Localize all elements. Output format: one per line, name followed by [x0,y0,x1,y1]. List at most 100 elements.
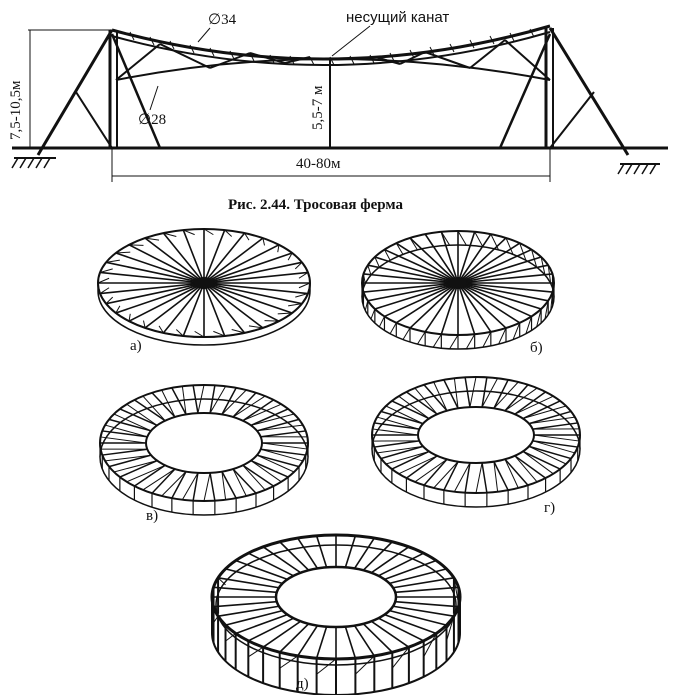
diagonal-member [142,395,166,422]
spoke [384,248,459,284]
sag-height-label: 5,5-7 м [310,85,326,130]
rim-brace [498,327,507,345]
diagonal-member [105,454,152,462]
spoke-brace [115,251,131,254]
roof-rib [315,626,328,659]
facade-brace [217,577,226,586]
radial-member [374,422,420,430]
radial-member [374,440,420,448]
diagonal-member [232,395,266,418]
radial-member [493,461,509,491]
spoke-brace [194,330,205,338]
radial-member [391,400,430,420]
facade-brace [457,596,461,623]
diagonal-member [532,440,576,454]
roof-rib [297,625,319,657]
diagonal-member [209,386,227,414]
spoke [363,273,459,284]
diagonal-member [514,455,538,483]
rim-brace [432,333,442,348]
spoke-brace [287,252,293,261]
diagonal-member [221,389,247,415]
radial-member [504,458,529,486]
radial-member [250,459,289,478]
radial-member [493,379,509,409]
radial-member [133,399,166,422]
spoke [395,282,459,324]
variant-a-label: а) [130,338,142,354]
diagonal-member [261,442,308,450]
spoke [409,237,459,284]
facade-brace [213,615,219,623]
spoke-brace [145,237,160,241]
diagonal-member [113,413,152,432]
radial-member [423,384,448,412]
radial-member [260,430,306,438]
diagonal-member [181,472,199,500]
diagonal-member [203,472,211,502]
radial-member [119,408,158,427]
diagonal-member [453,462,471,492]
radial-member [232,392,257,418]
diagonal-member [232,468,247,497]
spoke-brace [158,325,164,334]
spoke [457,282,521,324]
spoke-brace [248,325,263,329]
truss-web [115,39,551,148]
spoke [203,229,226,284]
variant-d-label: д) [296,676,309,692]
roof-rib [378,617,425,642]
diagonal-member [522,405,567,420]
radial-member [250,408,289,427]
diagonal-member [256,424,303,432]
diagonal-member [142,468,176,491]
roof-rib [213,586,277,594]
diagonal-member [504,459,519,489]
spoke-brace [298,282,311,289]
spoke [105,282,205,305]
radial-member [514,455,547,479]
radial-member [221,387,237,415]
facade-brace [391,646,410,669]
spoke [203,237,264,284]
spoke-brace [129,244,144,246]
spoke [144,282,205,329]
radial-member [256,418,300,432]
spoke [457,282,553,293]
spoke [367,264,459,284]
rim-brace [457,230,467,246]
diagonal-member [469,376,477,408]
rim-brace [536,308,542,327]
rim-brace [374,256,380,268]
radial-member [443,379,459,409]
roof-rib [235,559,288,581]
spoke [409,282,459,329]
radial-member [391,450,430,470]
diagonal-member [433,381,448,411]
spoke-brace [262,237,266,246]
radial-member [481,377,488,408]
right-backstay [548,27,630,156]
diagonal-member [414,387,438,415]
spoke-brace [244,232,250,241]
spoke [440,231,459,284]
radial-member [423,458,448,486]
diagonal-member [242,403,282,422]
radial-member [532,422,578,430]
variant-b-double-disc [361,230,555,350]
spoke [457,237,507,284]
diagonal-member [197,384,205,414]
radial-member [151,392,176,418]
spoke [182,282,205,337]
roof-rib [225,568,283,585]
spoke-brace [213,330,225,337]
diagonal-member [260,448,304,462]
radial-member [171,471,187,499]
diagonal-member [104,424,148,438]
spoke [457,282,549,302]
diagonal-member [504,387,538,412]
radial-member [133,464,166,487]
bottom-chord-diameter: ∅28 [138,112,166,128]
carrying-cable-label: несущий канат [346,9,449,26]
diagonal-member [126,464,166,483]
